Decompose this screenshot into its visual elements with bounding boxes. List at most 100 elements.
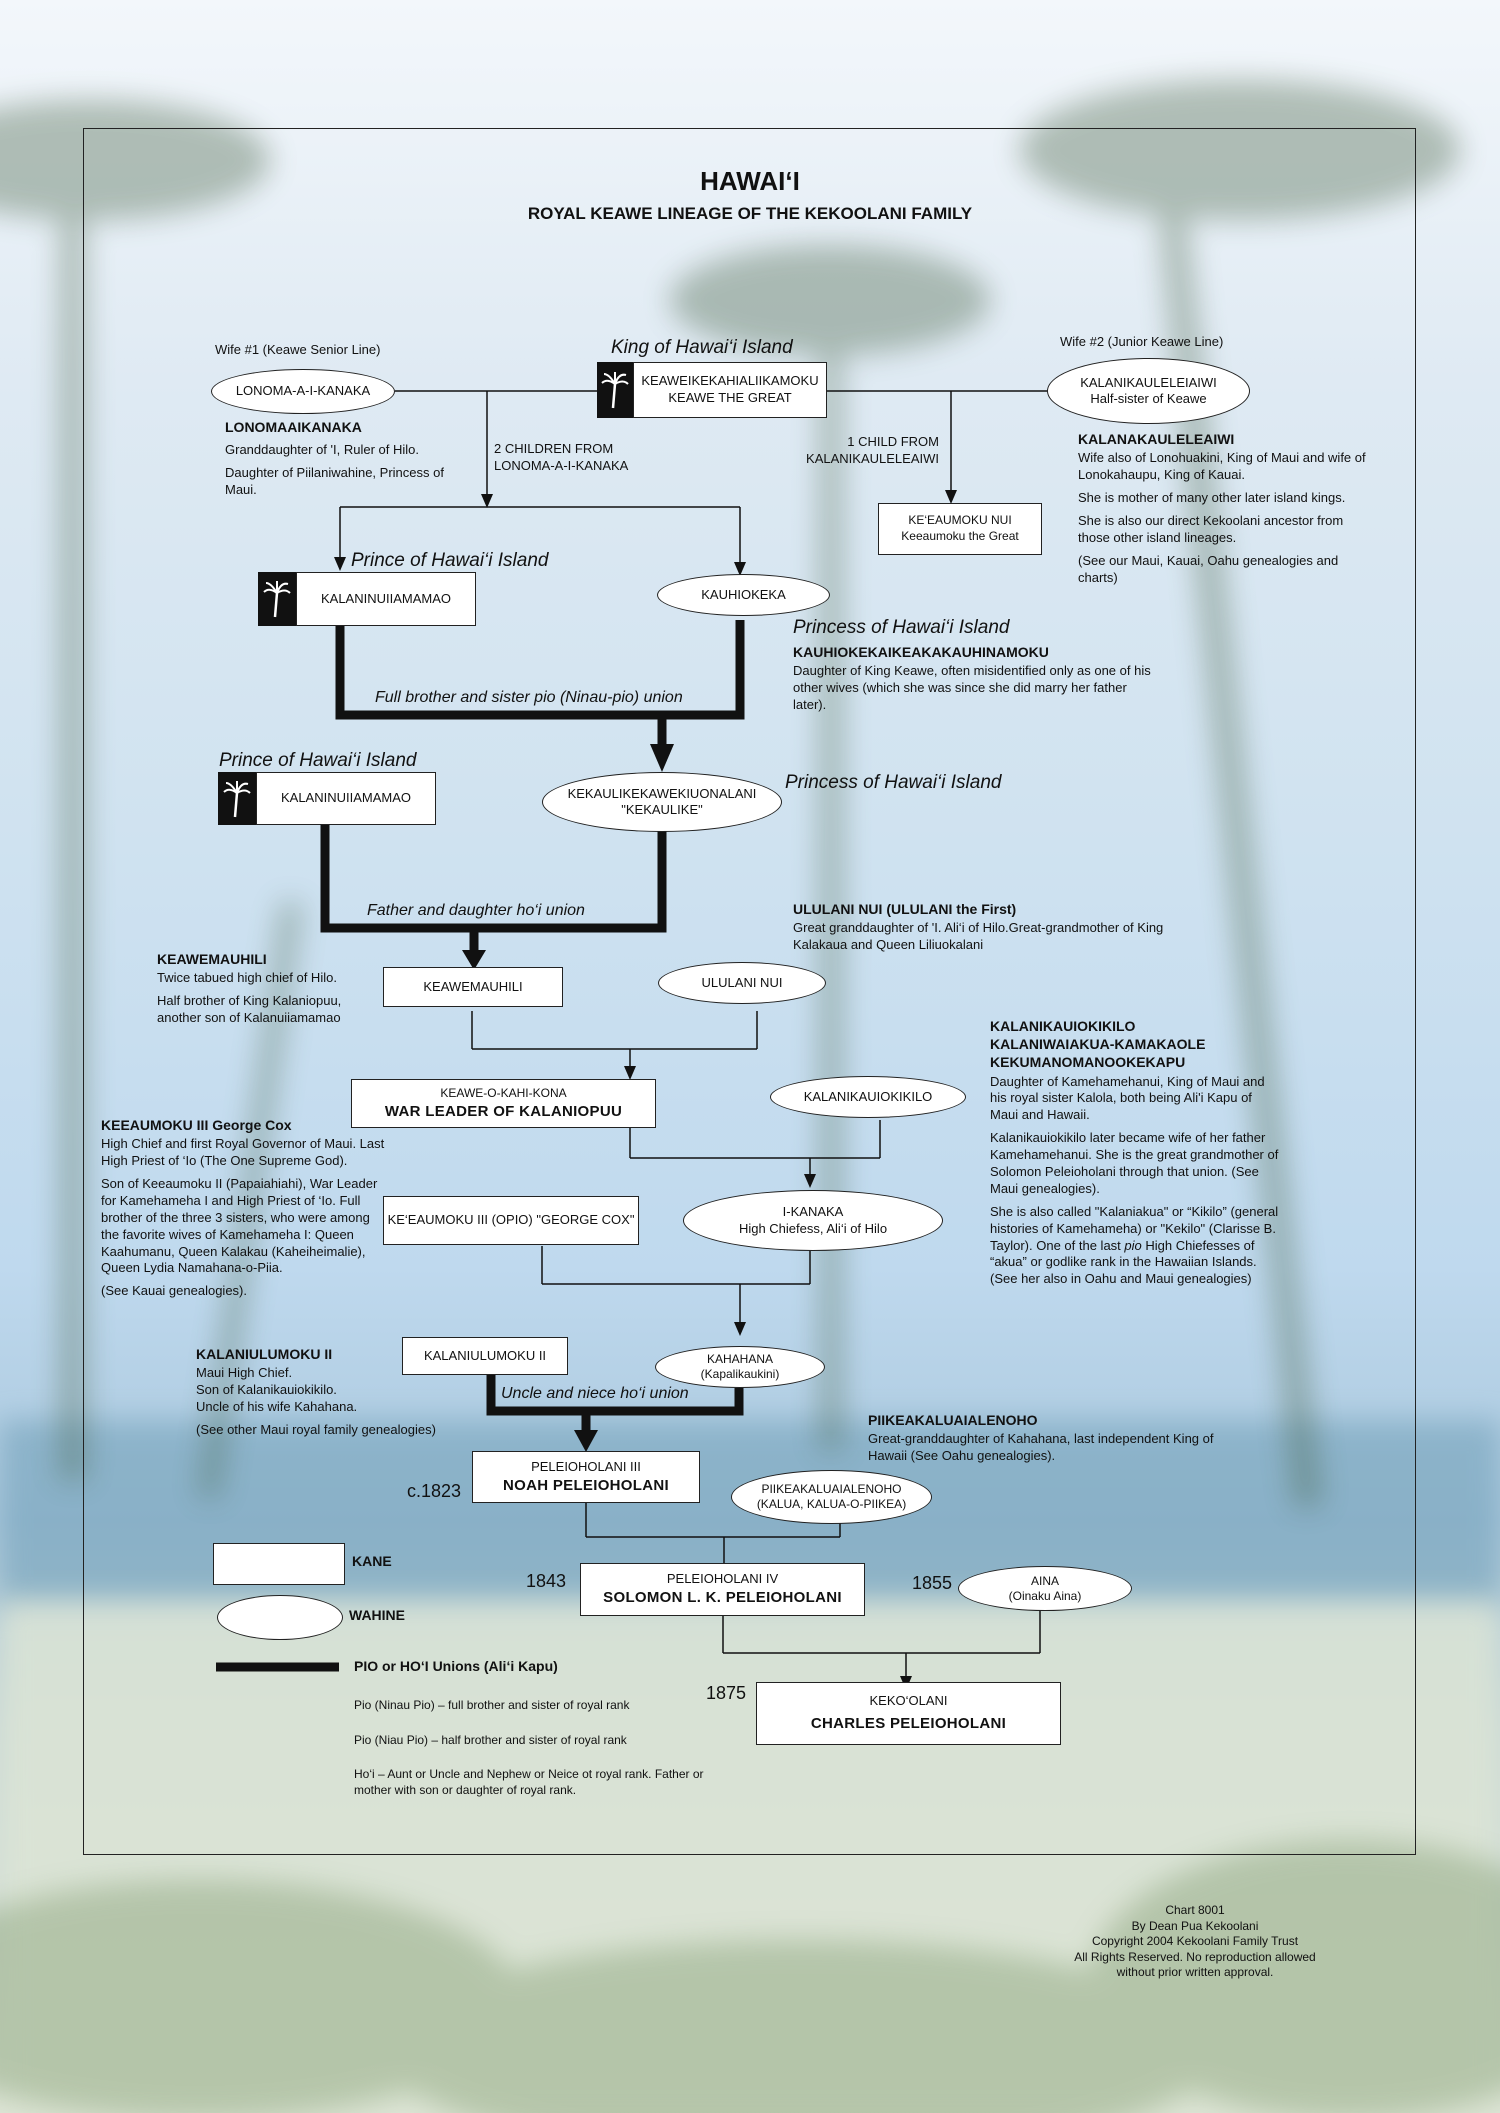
legend-wahine-swatch [217, 1595, 343, 1640]
union-label-hoi-2: Uncle and niece ho‘i union [501, 1385, 689, 1402]
person-kalaninuiiamamao-2: KALANINUIIAMAMAO [256, 772, 436, 825]
palm-tree-icon [218, 772, 256, 825]
note-lonomaaikanaka: LONOMAAIKANAKA Granddaughter of 'I, Rule… [225, 418, 470, 505]
note-piikeakaluaialenoho: PIIKEAKALUAIALENOHO Great-granddaughter … [868, 1411, 1223, 1465]
person-alias: "KEKAULIKE" [621, 802, 703, 817]
person-lonoma: LONOMA-A-I-KANAKA [211, 369, 395, 414]
legend-hoi: Ho‘i – Aunt or Uncle and Nephew or Neice… [354, 1767, 704, 1797]
person-kalanikauiokikilo: KALANIKAUIOKIKILO [770, 1076, 966, 1118]
note-kalanikauiokikilo: KALANIKAUIOKIKILO KALANIWAIAKUA-KAMAKAOL… [990, 1017, 1280, 1294]
note-heading: KALANIWAIAKUA-KAMAKAOLE [990, 1036, 1206, 1053]
note-heading: KALANAKAULELEAIWI [1078, 431, 1235, 447]
note-heading: KEAWEMAUHILI [157, 951, 267, 967]
note-text-part: High Chiefesses of “akua” or godlike ran… [990, 1237, 1257, 1287]
note-text: Wife also of Lonohuakini, King of Maui a… [1078, 450, 1366, 483]
person-name: KEAWEIKEKAHIALIIKAMOKU [641, 373, 819, 389]
note-text: She is also our direct Kekoolani ancesto… [1078, 512, 1344, 545]
person-keawe-o-kahi-kona: KEAWE-O-KAHI-KONA WAR LEADER OF KALANIOP… [351, 1079, 656, 1128]
note-kauhiokeka: Princess of Hawai‘i Island KAUHIOKEKAIKE… [793, 616, 1163, 714]
note-heading: KALANIKAUIOKIKILO [990, 1018, 1136, 1034]
chart-rights-2: without prior written approval. [1116, 1965, 1274, 1980]
person-name: KEKAULIKEKAWEKIUONALANI [567, 785, 757, 801]
person-title: High Chiefess, Ali‘i of Hilo [738, 1220, 888, 1236]
note-text: Twice tabued high chief of Hilo. [157, 970, 337, 986]
chart-author: By Dean Pua Kekoolani [1131, 1918, 1259, 1933]
union-label-pio: Full brother and sister pio (Ninau-pio) … [375, 689, 683, 706]
note-heading: KEKUMANOMANOOKEKAPU [990, 1054, 1186, 1071]
person-keeaumoku-nui: KE‘EAUMOKU NUI Keeaumoku the Great [878, 503, 1042, 555]
note-text-part: pio [1124, 1237, 1142, 1253]
person-kalanikauleleiaiwi: KALANIKAULELEIAIWI Half-sister of Keawe [1047, 358, 1250, 424]
king-caption: King of Hawai‘i Island [611, 337, 793, 358]
note-ululani: ULULANI NUI (ULULANI the First) Great gr… [793, 900, 1173, 954]
aina-birth-year: 1855 [912, 1573, 953, 1593]
person-name: PELEIOHOLANI III [531, 1458, 641, 1474]
note-text: Daughter of Kamehamehanui, King of Maui … [990, 1073, 1265, 1123]
prince1-caption: Prince of Hawai‘i Island [351, 550, 549, 571]
person-kalaninuiiamamao-1: KALANINUIIAMAMAO [296, 572, 476, 626]
note-text: Daughter of Piilaniwahine, Princess of M… [225, 465, 444, 497]
noah-birth-year: c.1823 [407, 1481, 462, 1501]
one-child-label: 1 CHILD FROM KALANIKAULELEAIWI [806, 434, 939, 466]
note-text: (See our Maui, Kauai, Oahu genealogies a… [1078, 552, 1339, 585]
person-aina: AINA (Oinaku Aina) [958, 1566, 1132, 1611]
person-title: SOLOMON L. K. PELEIOHOLANI [603, 1589, 842, 1607]
person-charles-peleioholani: KEKO‘OLANI CHARLES PELEIOHOLANI [756, 1682, 1061, 1745]
person-alias: (KALUA, KALUA-O-PIIKEA) [756, 1497, 907, 1511]
person-name: LONOMA-A-I-KANAKA [235, 383, 371, 399]
person-name: KALANIKAUIOKIKILO [803, 1088, 933, 1104]
chart-number: Chart 8001 [1165, 1903, 1225, 1917]
person-title: CHARLES PELEIOHOLANI [810, 1715, 1007, 1733]
person-name: KAUHIOKEKA [701, 586, 786, 602]
person-name: KE‘EAUMOKU NUI [908, 513, 1012, 528]
note-text: Son of Keeaumoku II (Papaiahiahi), War L… [101, 1175, 378, 1276]
note-text: Great-granddaughter of Kahahana, last in… [868, 1431, 1214, 1464]
solomon-birth-year: 1843 [526, 1571, 567, 1591]
note-text-part: She is also called "Kalaniakua" or “Kiki… [990, 1203, 1279, 1253]
person-name: KEAWEMAUHILI [423, 978, 523, 994]
person-title: Keeaumoku the Great [901, 529, 1019, 543]
charles-birth-year: 1875 [706, 1683, 747, 1703]
note-text: She is mother of many other later island… [1078, 489, 1346, 505]
person-name: I-KANAKA [782, 1204, 844, 1220]
person-piikeakaluaialenoho: PIIKEAKALUAIALENOHO (KALUA, KALUA-O-PIIK… [731, 1470, 932, 1524]
person-name: KAHAHANA [706, 1352, 774, 1366]
person-i-kanaka: I-KANAKA High Chiefess, Ali‘i of Hilo [683, 1190, 943, 1251]
person-name: KE‘EAUMOKU III (OPIO) "GEORGE COX" [387, 1212, 635, 1228]
person-kauhiokeka: KAUHIOKEKA [657, 574, 830, 616]
person-name: KEAWE-O-KAHI-KONA [440, 1085, 567, 1100]
person-name: AINA [1030, 1573, 1059, 1588]
person-name: KALANINUIIAMAMAO [320, 590, 452, 606]
note-text: (See other Maui royal family genealogies… [196, 1421, 436, 1437]
note-text: Maui High Chief. Son of Kalanikauiokikil… [196, 1365, 358, 1414]
note-caption: Princess of Hawai‘i Island [793, 617, 1010, 638]
kekaulike-caption: Princess of Hawai‘i Island [785, 772, 1002, 793]
note-heading: KAUHIOKEKAIKEAKAKAUHINAMOKU [793, 643, 1049, 660]
note-kalanakauleleaiwi: KALANAKAULELEAIWI Wife also of Lonohuaki… [1078, 430, 1368, 592]
person-kekaulike: KEKAULIKEKAWEKIUONALANI "KEKAULIKE" [542, 772, 782, 832]
person-name: ULULANI NUI [701, 974, 783, 990]
note-keeaumoku-iii: KEEAUMOKU III George Cox High Chief and … [101, 1116, 386, 1306]
person-kahahana: KAHAHANA (Kapalikaukini) [655, 1346, 825, 1388]
person-title: NOAH PELEIOHOLANI [503, 1476, 669, 1494]
person-noah-peleioholani: PELEIOHOLANI III NOAH PELEIOHOLANI [472, 1451, 700, 1503]
note-kalaniulumoku: KALANIULUMOKU II Maui High Chief. Son of… [196, 1345, 476, 1445]
person-name: KALANIKAULELEIAIWI [1080, 374, 1217, 390]
palm-tree-icon [258, 572, 296, 626]
legend-pio-niau: Pio (Niau Pio) – half brother and sister… [354, 1733, 627, 1747]
legend-kane-label: KANE [352, 1553, 392, 1569]
wife2-label: Wife #2 (Junior Keawe Line) [1060, 334, 1224, 349]
two-children-label: 2 CHILDREN FROM LONOMA-A-I-KANAKA [494, 441, 629, 473]
person-name: KALANIULUMOKU II [423, 1347, 547, 1363]
note-text: (See Kauai genealogies). [101, 1283, 247, 1299]
person-ululani-nui: ULULANI NUI [658, 962, 826, 1004]
legend-pio-ninau: Pio (Ninau Pio) – full brother and siste… [354, 1698, 630, 1712]
person-title: Half-sister of Keawe [1090, 391, 1207, 406]
chart-credits: Chart 8001 By Dean Pua Kekoolani Copyrig… [1040, 1903, 1350, 1981]
note-heading: LONOMAAIKANAKA [225, 419, 362, 435]
chart-copyright: Copyright 2004 Kekoolani Family Trust [1091, 1934, 1299, 1949]
person-name: PIIKEAKALUAIALENOHO [761, 1482, 902, 1496]
legend-kane-swatch [213, 1543, 345, 1585]
person-name: KEKO‘OLANI [869, 1693, 948, 1709]
chart-rights: All Rights Reserved. No reproduction all… [1074, 1949, 1316, 1964]
